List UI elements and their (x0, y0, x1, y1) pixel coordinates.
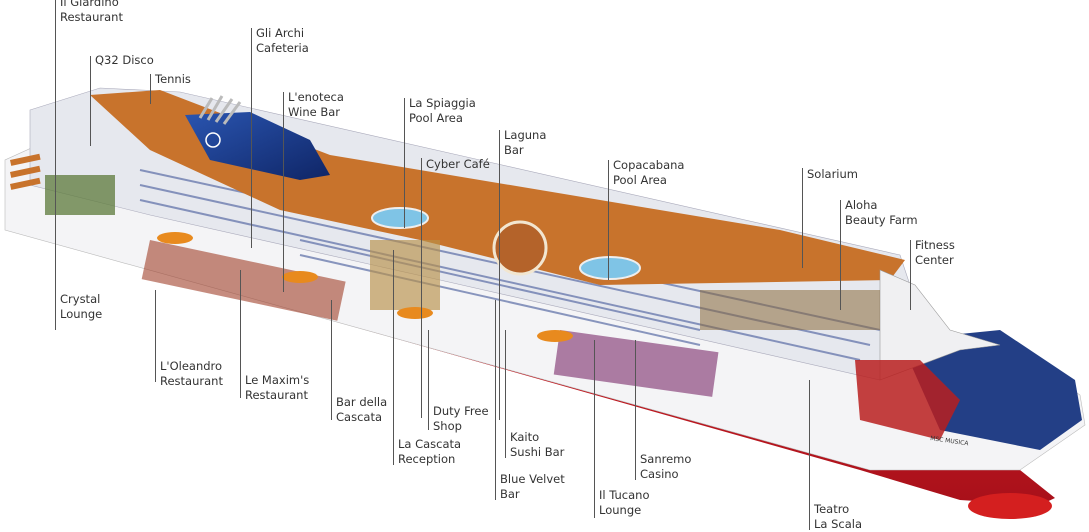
lifeboats (157, 232, 573, 342)
interior-restaurants (141, 240, 346, 321)
interior-theatre (855, 360, 960, 440)
leader-line (635, 340, 636, 480)
label-la-cascata-reception: La Cascata Reception (398, 437, 462, 466)
funnel-stacks (198, 95, 242, 125)
label-crystal-lounge: Crystal Lounge (60, 292, 103, 321)
label-solarium: Solarium (807, 167, 858, 181)
leader-line (404, 98, 405, 228)
label-duty-free-shop: Duty Free Shop (433, 404, 489, 433)
leader-line (499, 130, 500, 420)
label-la-spiaggia-pool-area: La Spiaggia Pool Area (409, 96, 476, 125)
leader-line (155, 290, 156, 382)
interior-atrium (370, 240, 440, 310)
label-teatro-la-scala: Teatro La Scala (814, 502, 863, 531)
msc-logo (205, 132, 221, 148)
leader-line (608, 160, 609, 280)
leader-line (90, 56, 91, 146)
leader-line (393, 250, 394, 465)
label-tennis: Tennis (155, 72, 191, 86)
leader-line (55, 0, 56, 330)
leader-line (594, 340, 595, 518)
funnel (185, 112, 330, 180)
stern-terraces (9, 153, 41, 190)
leader-line (428, 330, 429, 430)
leader-line (505, 330, 506, 458)
label-copacabana-pool-area: Copacabana Pool Area (613, 158, 685, 187)
pool-la-spiaggia (371, 207, 429, 229)
leader-line (251, 28, 252, 248)
label-le-maxims-restaurant: Le Maxim's Restaurant (245, 373, 310, 402)
laguna-bar-deck (492, 220, 548, 276)
label-blue-velvet-bar: Blue Velvet Bar (500, 472, 565, 501)
leader-line (421, 158, 422, 418)
label-gli-archi-cafeteria: Gli Archi Cafeteria (256, 26, 309, 55)
leader-line (283, 92, 284, 292)
leader-line (240, 270, 241, 398)
label-fitness-center: Fitness Center (915, 238, 955, 267)
leader-line (802, 168, 803, 268)
leader-line (331, 300, 332, 420)
label-bar-della-cascata: Bar della Cascata (336, 395, 388, 424)
interior-crystal-lounge (45, 175, 115, 215)
bulbous-bow (968, 493, 1052, 519)
label-sanremo-casino: Sanremo Casino (640, 452, 692, 481)
leader-line (150, 74, 151, 104)
label-il-tucano-lounge: Il Tucano Lounge (599, 488, 650, 517)
leader-line (809, 380, 810, 530)
top-deck (90, 90, 905, 285)
pool-copacabana (579, 256, 641, 280)
label-laguna-bar: Laguna Bar (504, 128, 547, 157)
leader-line (840, 200, 841, 310)
label-kaito-sushi-bar: Kaito Sushi Bar (510, 430, 565, 459)
interior-spa (700, 290, 880, 330)
label-il-giardino-restaurant: Il Giardino Restaurant (60, 0, 123, 24)
leader-line (910, 240, 911, 310)
leader-line (495, 300, 496, 500)
label-lenoteca-wine-bar: L'enoteca Wine Bar (288, 90, 344, 119)
label-cyber-cafe: Cyber Café (426, 157, 490, 171)
label-loleandro-restaurant: L'Oleandro Restaurant (160, 359, 223, 388)
label-q32-disco: Q32 Disco (95, 53, 154, 67)
label-aloha-beauty-farm: Aloha Beauty Farm (845, 198, 918, 227)
